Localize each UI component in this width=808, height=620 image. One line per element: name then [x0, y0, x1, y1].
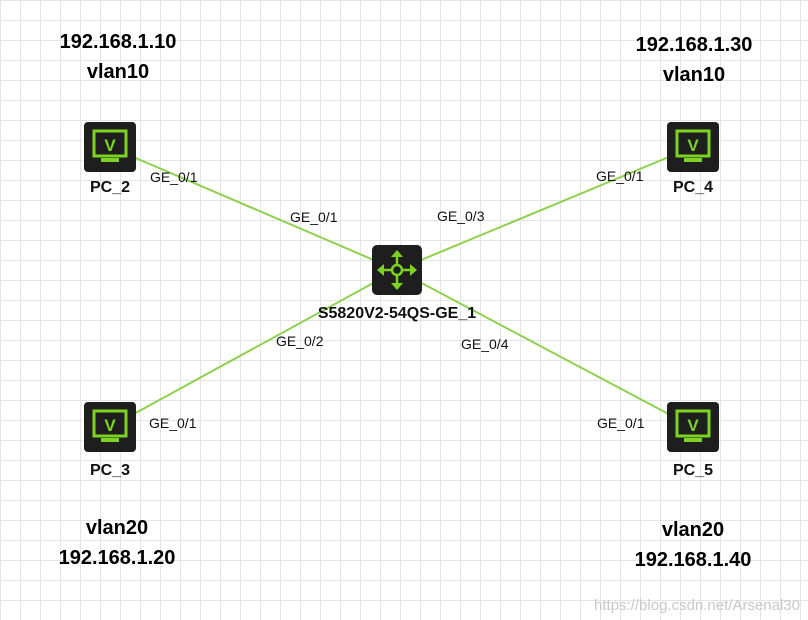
link-pc3-switch[interactable]	[109, 269, 398, 428]
switch-icon	[372, 245, 422, 295]
port-label-switch-ge02: GE_0/2	[276, 333, 324, 349]
note-pc5: vlan20 192.168.1.40	[613, 515, 773, 575]
pc2-label: PC_2	[90, 179, 130, 196]
note-pc4-ip: 192.168.1.30	[635, 34, 753, 56]
note-pc4: 192.168.1.30 vlan10	[614, 30, 774, 90]
pc4-label: PC_4	[673, 179, 713, 196]
port-label-pc3: GE_0/1	[149, 415, 197, 431]
switch-label: S5820V2-54QS-GE_1	[318, 305, 476, 322]
link-pc5-switch[interactable]	[396, 269, 694, 428]
port-label-switch-ge01: GE_0/1	[290, 209, 338, 225]
note-pc5-vlan: vlan20	[661, 519, 725, 541]
port-label-switch-ge03: GE_0/3	[437, 208, 485, 224]
pc4-node[interactable]: PC_4	[665, 120, 721, 196]
pc-monitor-icon	[82, 400, 138, 454]
note-pc2-ip: 192.168.1.10	[59, 31, 177, 53]
pc5-node[interactable]: PC_5	[665, 400, 721, 479]
watermark: https://blog.csdn.net/Arsenal30	[594, 597, 800, 614]
pc-monitor-icon	[665, 400, 721, 454]
note-pc3-vlan: vlan20	[85, 517, 149, 539]
port-label-pc5: GE_0/1	[597, 415, 645, 431]
pc-monitor-icon	[82, 120, 138, 174]
port-label-switch-ge04: GE_0/4	[461, 336, 509, 352]
note-pc2-vlan: vlan10	[86, 61, 150, 83]
note-pc3-ip: 192.168.1.20	[58, 547, 176, 569]
pc2-node[interactable]: PC_2	[82, 120, 138, 196]
note-pc2: 192.168.1.10 vlan10	[38, 27, 198, 87]
port-label-pc2: GE_0/1	[150, 169, 198, 185]
pc3-node[interactable]: PC_3	[82, 400, 138, 479]
pc5-label: PC_5	[673, 462, 713, 479]
note-pc5-ip: 192.168.1.40	[634, 549, 752, 571]
port-label-pc4: GE_0/1	[596, 168, 644, 184]
note-pc3: vlan20 192.168.1.20	[37, 513, 197, 573]
link-pc2-switch[interactable]	[109, 146, 398, 271]
pc3-label: PC_3	[90, 462, 130, 479]
pc-monitor-icon	[665, 120, 721, 174]
note-pc4-vlan: vlan10	[662, 64, 726, 86]
link-pc4-switch[interactable]	[396, 146, 694, 271]
switch-node[interactable]: S5820V2-54QS-GE_1	[318, 245, 476, 322]
